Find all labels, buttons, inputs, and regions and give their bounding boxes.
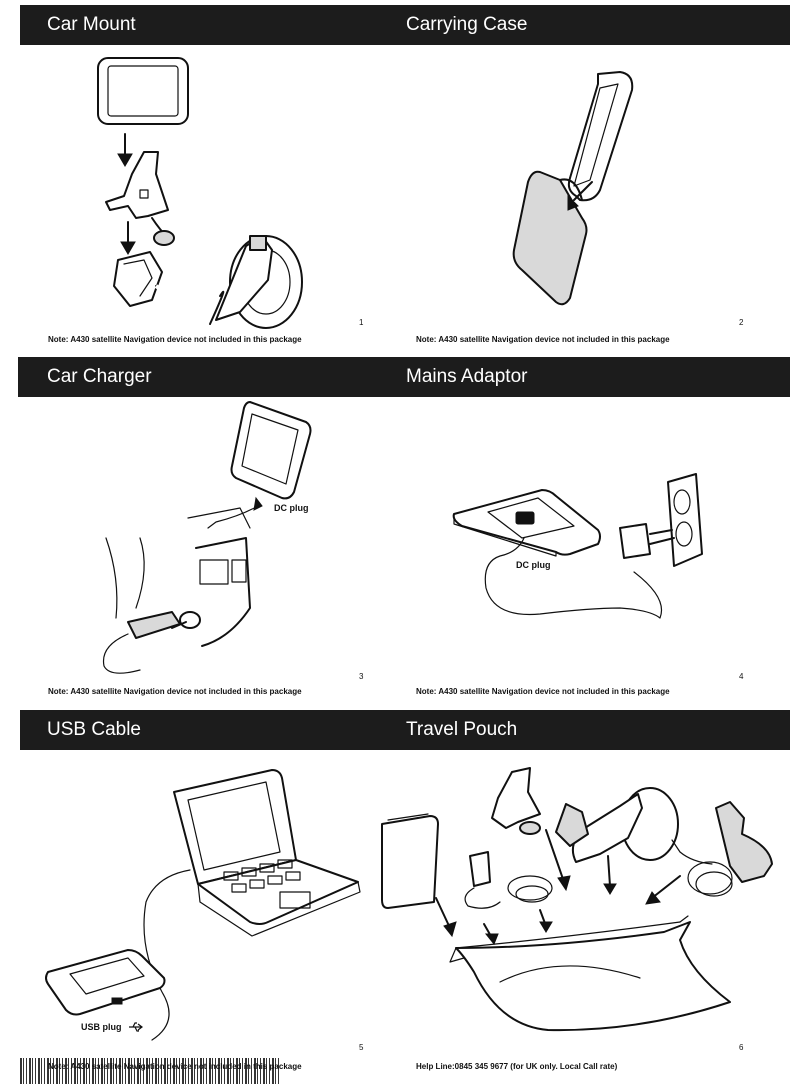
page-number: 3: [359, 672, 364, 681]
package-note: Note: A430 satellite Navigation device n…: [48, 1062, 302, 1071]
page-number: 6: [739, 1043, 744, 1052]
usb-cable-illustration: [40, 752, 380, 1042]
travel-pouch-illustration: [380, 752, 790, 1042]
section-title-usb-cable: USB Cable: [47, 719, 141, 740]
page-number: 4: [739, 672, 744, 681]
car-charger-illustration: [40, 398, 380, 678]
page-number: 1: [359, 318, 364, 327]
page-number: 2: [739, 318, 744, 327]
car-mount-illustration: [40, 50, 380, 330]
package-note: Note: A430 satellite Navigation device n…: [416, 687, 670, 696]
barcode-overlay: [20, 1058, 280, 1084]
page-number: 5: [359, 1043, 364, 1052]
usb-plug-label: USB plug: [81, 1022, 122, 1032]
usb-icon: [128, 1020, 144, 1032]
dc-plug-label: DC plug: [274, 503, 309, 513]
header-bar-row-2: [18, 357, 790, 397]
section-title-mains-adaptor: Mains Adaptor: [406, 366, 528, 387]
package-note: Note: A430 satellite Navigation device n…: [416, 335, 670, 344]
package-note: Note: A430 satellite Navigation device n…: [48, 335, 302, 344]
section-title-carrying-case: Carrying Case: [406, 14, 528, 35]
help-line-note: Help Line:0845 345 9677 (for UK only. Lo…: [416, 1062, 618, 1071]
carrying-case-illustration: [410, 50, 750, 330]
package-note: Note: A430 satellite Navigation device n…: [48, 687, 302, 696]
mains-adaptor-illustration: [410, 398, 750, 678]
section-title-car-charger: Car Charger: [47, 366, 152, 387]
section-title-car-mount: Car Mount: [47, 14, 136, 35]
header-bar-row-1: [20, 5, 790, 45]
section-title-travel-pouch: Travel Pouch: [406, 719, 518, 740]
header-bar-row-3: [20, 710, 790, 750]
dc-plug-label: DC plug: [516, 560, 551, 570]
